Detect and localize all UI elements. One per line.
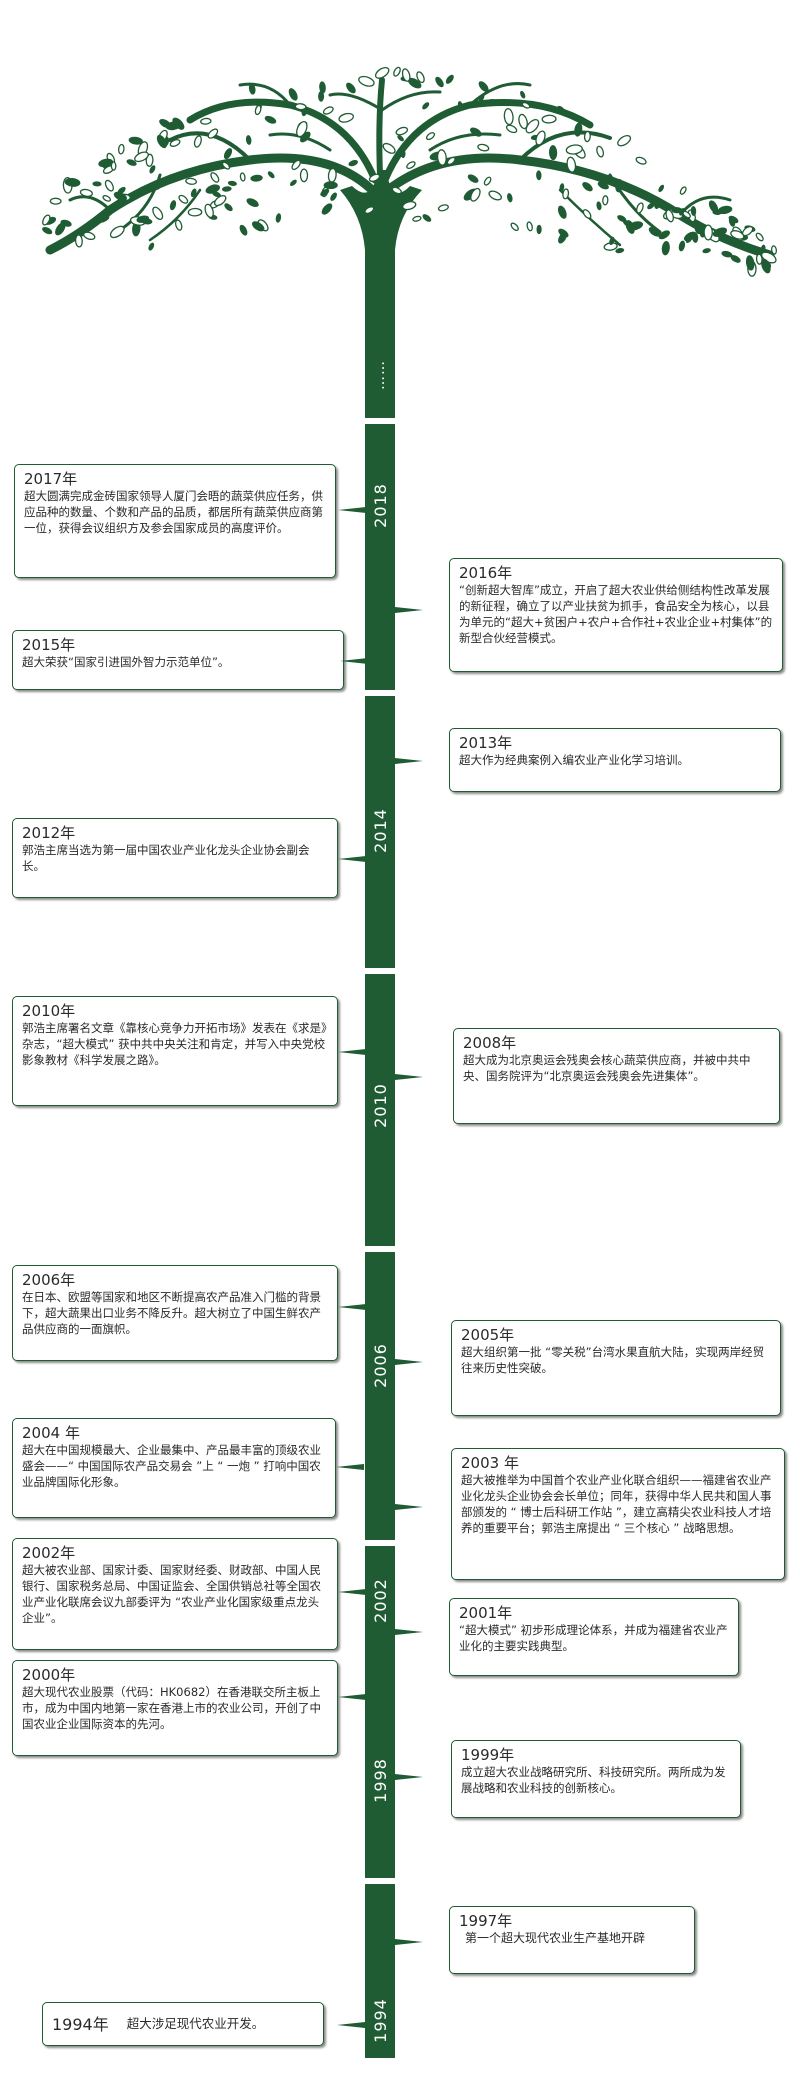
branch-connector-right bbox=[395, 758, 423, 764]
event-description: 超大涉足现代农业开发。 bbox=[126, 2016, 265, 2031]
event-description: 成立超大农业战略研究所、科技研究所。两所成为发展战略和农业科技的创新核心。 bbox=[461, 1765, 726, 1795]
branch-connector-right bbox=[395, 1939, 423, 1945]
tree-canopy-illustration bbox=[42, 66, 778, 320]
event-year: 2010年 bbox=[22, 1002, 76, 1020]
event-year: 2005年 bbox=[461, 1326, 515, 1344]
event-card-2010: 2010年 郭浩主席署名文章《靠核心竞争力开拓市场》发表在《求是》杂志，“超大模… bbox=[12, 996, 338, 1106]
event-description: 超大作为经典案例入编农业产业化学习培训。 bbox=[459, 753, 689, 767]
event-year: 2013年 bbox=[459, 734, 513, 752]
event-description: 超大被推举为中国首个农业产业化联合组织——福建省农业产业化龙头企业协会会长单位；… bbox=[461, 1473, 772, 1535]
event-year: 2003 年 bbox=[461, 1454, 519, 1472]
event-year: 2006年 bbox=[22, 1271, 76, 1289]
event-description: 超大圆满完成金砖国家领导人厦门会晤的蔬菜供应任务，供应品种的数量、个数和产品的品… bbox=[24, 489, 323, 535]
event-year: 2000年 bbox=[22, 1666, 76, 1684]
event-card-1997: 1997年 第一个超大现代农业生产基地开辟 bbox=[449, 1906, 695, 1974]
event-year: 2001年 bbox=[459, 1604, 513, 1622]
event-description: “创新超大智库”成立，开启了超大农业供给侧结构性改革发展的新征程，确立了以产业扶… bbox=[459, 583, 773, 645]
branch-connector-right bbox=[395, 607, 423, 613]
event-year: 2016年 bbox=[459, 564, 513, 582]
branch-connector-left bbox=[338, 1049, 366, 1055]
timeline-trunk bbox=[365, 300, 395, 2058]
event-card-2002: 2002年 超大被农业部、国家计委、国家财经委、财政部、中国人民银行、国家税务总… bbox=[12, 1538, 338, 1650]
event-card-2016: 2016年 “创新超大智库”成立，开启了超大农业供给侧结构性改革发展的新征程，确… bbox=[449, 558, 783, 672]
branch-connector-right bbox=[395, 1359, 423, 1365]
event-year: 2015年 bbox=[22, 636, 76, 654]
event-year: 2004 年 bbox=[22, 1424, 80, 1442]
trunk-divider bbox=[365, 690, 395, 696]
event-card-1999: 1999年 成立超大农业战略研究所、科技研究所。两所成为发展战略和农业科技的创新… bbox=[451, 1740, 741, 1818]
event-card-2008: 2008年 超大成为北京奥运会残奥会核心蔬菜供应商，并被中共中央、国务院评为“北… bbox=[453, 1028, 780, 1124]
event-year: 2008年 bbox=[463, 1034, 517, 1052]
event-year: 2002年 bbox=[22, 1544, 76, 1562]
event-description: 超大现代农业股票（代码：HK0682）在香港联交所主板上市，成为中国内地第一家在… bbox=[22, 1685, 321, 1731]
branch-connector-left bbox=[338, 856, 366, 862]
trunk-year-label-2018: 2018 bbox=[370, 482, 390, 528]
event-description: 超大成为北京奥运会残奥会核心蔬菜供应商，并被中共中央、国务院评为“北京奥运会残奥… bbox=[463, 1053, 751, 1083]
event-card-2000: 2000年 超大现代农业股票（代码：HK0682）在香港联交所主板上市，成为中国… bbox=[12, 1660, 338, 1756]
branch-connector-right bbox=[395, 1074, 423, 1080]
event-description: “超大模式” 初步形成理论体系，并成为福建省农业产业化的主要实践典型。 bbox=[459, 1623, 728, 1653]
event-description: 超大在中国规模最大、企业最集中、产品最丰富的顶级农业盛会——“ 中国国际农产品交… bbox=[22, 1443, 321, 1489]
event-description: 郭浩主席当选为第一届中国农业产业化龙头企业协会副会长。 bbox=[22, 843, 310, 873]
trunk-divider bbox=[365, 1878, 395, 1884]
branch-connector-left bbox=[338, 1589, 366, 1595]
event-year: 2017年 bbox=[24, 470, 78, 488]
event-card-1994: 1994年 超大涉足现代农业开发。 bbox=[42, 2002, 324, 2046]
event-description: 在日本、欧盟等国家和地区不断提高农产品准入门槛的背景下，超大蔬果出口业务不降反升… bbox=[22, 1290, 321, 1336]
event-year: 1999年 bbox=[461, 1746, 515, 1764]
trunk-divider bbox=[365, 418, 395, 424]
event-card-2015: 2015年 超大荣获“国家引进国外智力示范单位”。 bbox=[12, 630, 344, 690]
event-card-2006: 2006年 在日本、欧盟等国家和地区不断提高农产品准入门槛的背景下，超大蔬果出口… bbox=[12, 1265, 338, 1361]
event-card-2013: 2013年 超大作为经典案例入编农业产业化学习培训。 bbox=[449, 728, 781, 792]
branch-connector-right bbox=[395, 1504, 423, 1510]
trunk-year-label-2014: 2014 bbox=[370, 807, 390, 853]
trunk-year-label-1994: 1994 bbox=[370, 1997, 390, 2043]
trunk-year-label-2006: 2006 bbox=[370, 1342, 390, 1388]
event-card-2004: 2004 年 超大在中国规模最大、企业最集中、产品最丰富的顶级农业盛会——“ 中… bbox=[12, 1418, 336, 1518]
branch-connector-left bbox=[338, 507, 366, 513]
trunk-year-label-2010: 2010 bbox=[370, 1082, 390, 1128]
trunk-year-label-1998: 1998 bbox=[370, 1757, 390, 1803]
trunk-divider bbox=[365, 968, 395, 974]
event-year: 1997年 bbox=[459, 1912, 513, 1930]
event-description: 郭浩主席署名文章《靠核心竞争力开拓市场》发表在《求是》杂志，“超大模式” 获中共… bbox=[22, 1021, 327, 1067]
branch-connector-right bbox=[395, 1629, 423, 1635]
event-card-2003: 2003 年 超大被推举为中国首个农业产业化联合组织——福建省农业产业化龙头企业… bbox=[451, 1448, 785, 1580]
trunk-divider bbox=[365, 1540, 395, 1546]
branch-connector-right bbox=[395, 1774, 423, 1780]
event-description: 超大荣获“国家引进国外智力示范单位”。 bbox=[22, 655, 230, 669]
event-card-2017: 2017年 超大圆满完成金砖国家领导人厦门会晤的蔬菜供应任务，供应品种的数量、个… bbox=[14, 464, 336, 578]
event-description: 第一个超大现代农业生产基地开辟 bbox=[465, 1931, 646, 1945]
branch-connector-left bbox=[340, 658, 368, 664]
event-year: 1994年 bbox=[52, 2014, 109, 2034]
event-card-2001: 2001年 “超大模式” 初步形成理论体系，并成为福建省农业产业化的主要实践典型… bbox=[449, 1598, 739, 1676]
event-card-2005: 2005年 超大组织第一批 “零关税”台湾水果直航大陆，实现两岸经贸往来历史性突… bbox=[451, 1320, 781, 1416]
event-description: 超大组织第一批 “零关税”台湾水果直航大陆，实现两岸经贸往来历史性突破。 bbox=[461, 1345, 765, 1375]
event-year: 2012年 bbox=[22, 824, 76, 842]
timeline-continuation-mark: …… bbox=[372, 360, 388, 390]
event-card-2012: 2012年 郭浩主席当选为第一届中国农业产业化龙头企业协会副会长。 bbox=[12, 818, 338, 898]
branch-connector-left bbox=[336, 1464, 364, 1470]
branch-connector-left bbox=[337, 2022, 365, 2028]
branch-connector-left bbox=[338, 1304, 366, 1310]
trunk-year-label-2002: 2002 bbox=[370, 1577, 390, 1623]
branch-connector-left bbox=[338, 1694, 366, 1700]
event-description: 超大被农业部、国家计委、国家财经委、财政部、中国人民银行、国家税务总局、中国证监… bbox=[22, 1563, 321, 1625]
trunk-divider bbox=[365, 1246, 395, 1252]
